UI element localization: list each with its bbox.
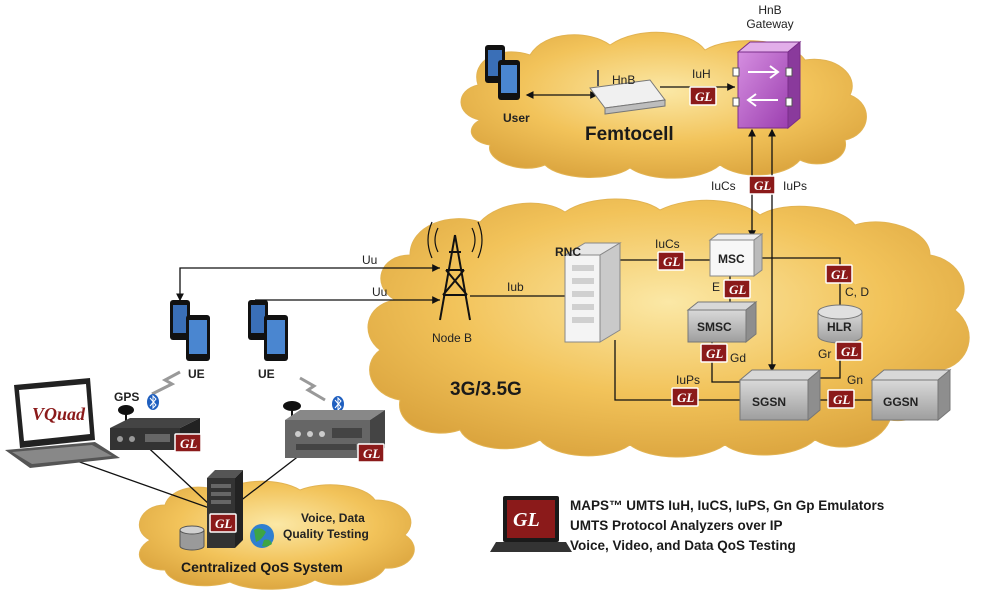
hnb-gateway-label-line1: HnB (758, 3, 781, 17)
database-icon (179, 525, 205, 551)
smsc-label: SMSC (697, 320, 732, 334)
hnb-label: HnB (612, 73, 635, 87)
legend-laptop-icon (490, 496, 572, 552)
qos-server-icon (207, 470, 243, 548)
gn-label: Gn (847, 373, 863, 387)
legend-line-3: Voice, Video, and Data QoS Testing (570, 538, 796, 553)
legend-gl-logo: GL (513, 509, 540, 531)
user-phone-icon (485, 45, 520, 100)
iups-core-label: IuPs (676, 373, 700, 387)
gl-badge-e: GL (723, 279, 751, 299)
gl-badge-gd: GL (700, 343, 728, 363)
svg-text:GL: GL (363, 446, 380, 461)
ue-left-phone-icon (170, 300, 210, 361)
gl-badge-iups-core: GL (671, 387, 699, 407)
iups-femto-label: IuPs (783, 179, 807, 193)
femtocell-title: Femtocell (585, 124, 674, 145)
hnb-gateway-label-line2: Gateway (746, 17, 793, 31)
gps-label: GPS (114, 390, 139, 404)
ue-right-label: UE (258, 367, 275, 381)
qos-title: Centralized QoS System (181, 559, 343, 575)
node-b-tower-icon (427, 221, 483, 321)
gl-badge-probe-right: GL (357, 443, 385, 463)
gl-badge-qos: GL (209, 513, 237, 533)
uu-bottom-label: Uu (372, 285, 387, 299)
svg-text:GL: GL (677, 390, 694, 405)
ggsn-box-icon (870, 368, 952, 422)
bluetooth-icon-left (147, 394, 159, 410)
gl-badge-iucs-iups-femto: GL (748, 175, 776, 195)
rnc-label: RNC (555, 245, 581, 259)
smsc-box-icon (686, 300, 758, 344)
svg-text:GL: GL (729, 282, 746, 297)
msc-box-icon (708, 233, 764, 277)
svg-text:GL: GL (695, 89, 712, 104)
gl-badge-iucs-core: GL (657, 251, 685, 271)
iucs-femto-label: IuCs (711, 179, 736, 193)
svg-text:GL: GL (215, 516, 232, 531)
svg-text:GL: GL (831, 267, 848, 282)
laptop-icon (5, 378, 120, 468)
cd-label: C, D (845, 285, 869, 299)
wireless-link-icons (151, 370, 326, 402)
qos-caption-line2: Quality Testing (283, 527, 369, 541)
user-label: User (503, 111, 530, 125)
gl-badge-probe-left: GL (174, 433, 202, 453)
gd-label: Gd (730, 351, 746, 365)
gl-badge-iuh: GL (689, 86, 717, 106)
svg-text:GL: GL (180, 436, 197, 451)
qos-caption-line1: Voice, Data (301, 511, 365, 525)
svg-text:GL: GL (663, 254, 680, 269)
globe-icon (250, 524, 274, 548)
ue-left-label: UE (188, 367, 205, 381)
legend: MAPS™ UMTS IuH, IuCS, IuPS, Gn Gp Emulat… (570, 496, 970, 556)
iucs-core-label: IuCs (655, 237, 680, 251)
sgsn-box-icon (738, 368, 822, 422)
legend-line-2: UMTS Protocol Analyzers over IP (570, 518, 783, 533)
gl-badge-gn: GL (827, 389, 855, 409)
e-label: E (712, 280, 720, 294)
bluetooth-icon-right (332, 396, 344, 412)
hlr-label: HLR (827, 320, 852, 334)
svg-text:GL: GL (841, 344, 858, 359)
rnc-server-icon (563, 242, 622, 343)
legend-line-1: MAPS™ UMTS IuH, IuCS, IuPS, Gn Gp Emulat… (570, 498, 885, 513)
gl-badge-gr: GL (835, 341, 863, 361)
node-b-label: Node B (432, 331, 472, 345)
iuh-label: IuH (692, 67, 711, 81)
svg-text:GL: GL (754, 178, 771, 193)
vquad-logo: VQuad (32, 404, 86, 424)
gr-label: Gr (818, 347, 831, 361)
ggsn-label: GGSN (883, 395, 918, 409)
ue-right-phone-icon (248, 300, 288, 361)
connections (59, 83, 875, 511)
svg-text:GL: GL (706, 346, 723, 361)
iub-label: Iub (507, 280, 524, 294)
uu-top-label: Uu (362, 253, 377, 267)
core-title: 3G/3.5G (450, 379, 522, 400)
svg-text:GL: GL (833, 392, 850, 407)
gl-badge-cd: GL (825, 264, 853, 284)
hnb-router-icon (589, 70, 666, 115)
sgsn-label: SGSN (752, 395, 786, 409)
hnb-gateway-icon (732, 40, 802, 130)
msc-label: MSC (718, 252, 745, 266)
